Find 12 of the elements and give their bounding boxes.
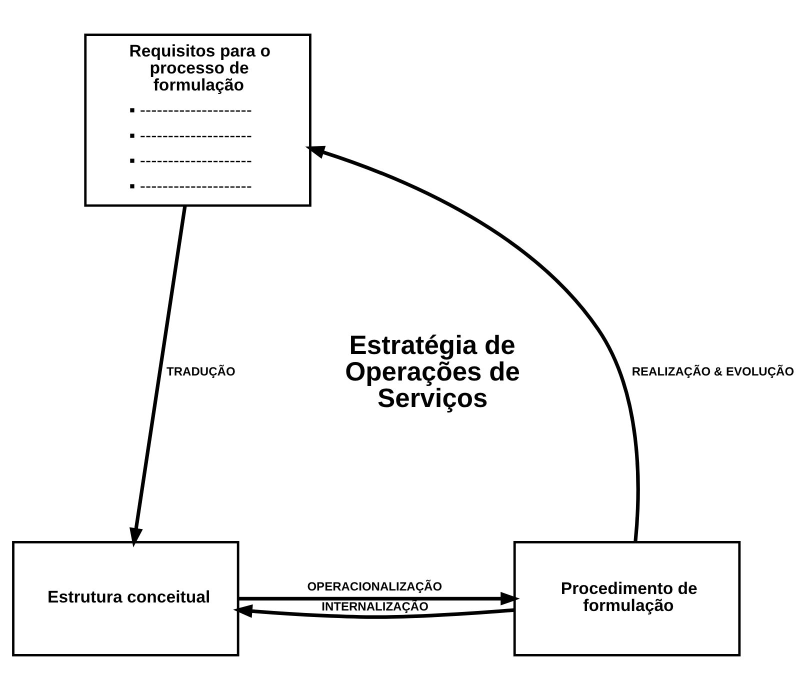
arrow — [233, 604, 514, 619]
node-box: Estrutura conceitual — [12, 540, 240, 656]
edge-label: OPERACIONALIZAÇÃO — [307, 579, 442, 594]
edge-label: REALIZAÇÃO & EVOLUÇÃO — [632, 364, 794, 379]
node-box: Requisitos para o processo de formulação ▪ -------------------- ▪ -------------------- ▪ -------------------- ▪ -------------------- — [84, 34, 312, 207]
edge-label: TRADUÇÃO — [166, 364, 236, 379]
node-box: Procedimento de formulação — [513, 540, 741, 656]
edge-label: INTERNALIZAÇÃO — [322, 600, 428, 614]
label: Estratégia de Operações de Serviços — [345, 330, 520, 414]
arrow — [238, 592, 520, 606]
arrow — [129, 206, 187, 548]
arrow — [305, 146, 640, 542]
